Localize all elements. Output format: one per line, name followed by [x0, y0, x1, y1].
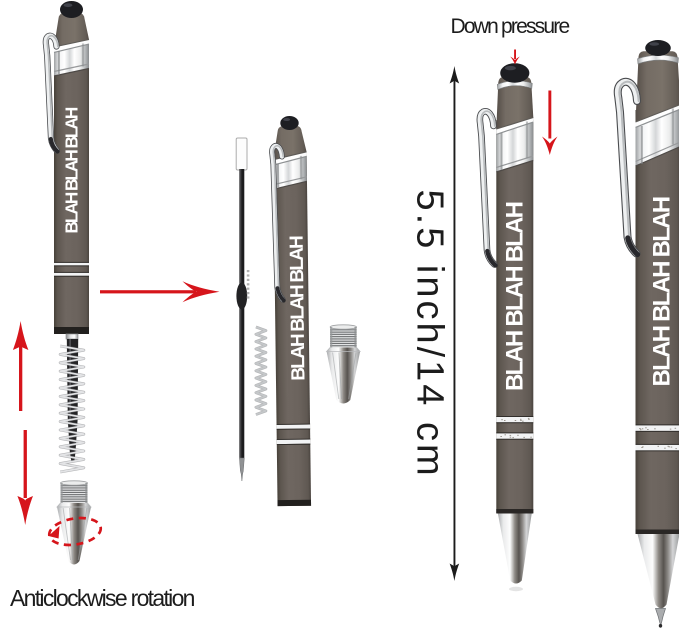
svg-text:BLAH BLAH BLAH: BLAH BLAH BLAH: [62, 107, 82, 233]
svg-text:BLAH BLAH BLAH: BLAH BLAH BLAH: [287, 236, 310, 381]
svg-text:5.5 inch/14 cm: 5.5 inch/14 cm: [408, 190, 450, 479]
svg-text:BLAH BLAH BLAH: BLAH BLAH BLAH: [648, 197, 675, 386]
svg-text:Down pressure: Down pressure: [451, 15, 570, 38]
svg-text:BLAH BLAH BLAH: BLAH BLAH BLAH: [502, 202, 529, 391]
svg-text:Anticlockwise rotation: Anticlockwise rotation: [10, 585, 195, 611]
